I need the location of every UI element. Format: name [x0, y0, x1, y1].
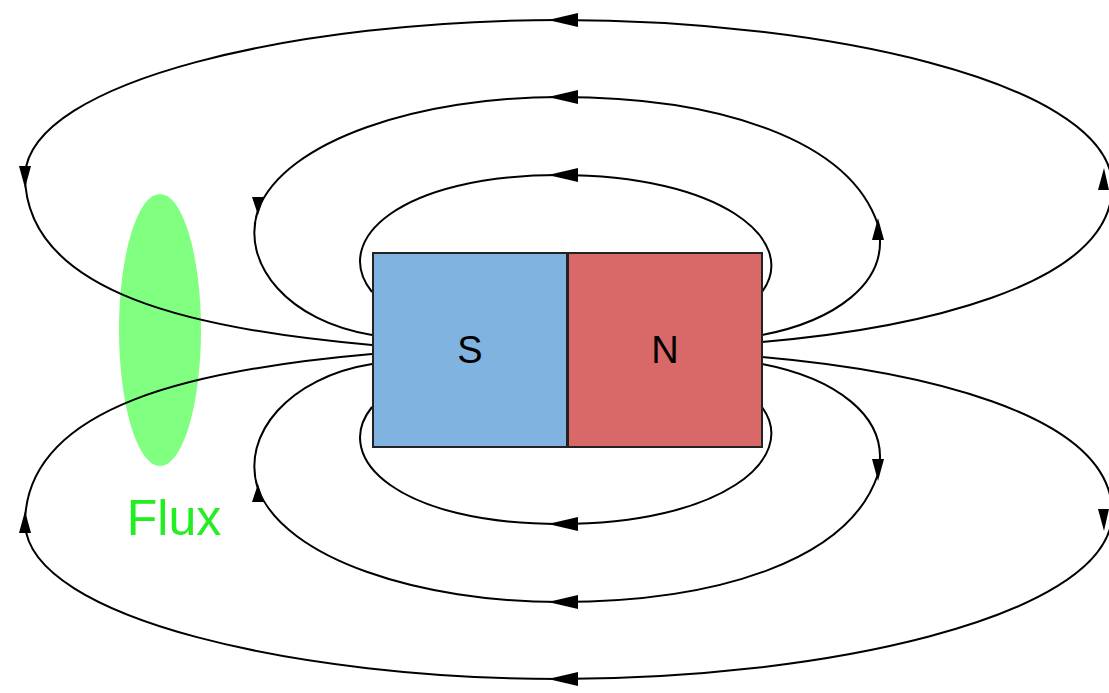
arrowhead: [548, 168, 578, 182]
north-pole: N: [567, 252, 763, 448]
arrowhead: [872, 218, 884, 240]
flux-area: [119, 194, 201, 466]
arrowhead: [1098, 168, 1109, 190]
pole-letter: N: [651, 329, 678, 372]
south-pole: S: [372, 252, 568, 448]
arrowhead: [252, 197, 264, 215]
arrowhead: [19, 166, 31, 188]
flux-label: Flux: [127, 489, 221, 547]
arrowhead: [548, 13, 578, 27]
arrowhead: [548, 90, 578, 104]
pole-letter: S: [457, 329, 482, 372]
arrowheads: [19, 13, 1109, 240]
